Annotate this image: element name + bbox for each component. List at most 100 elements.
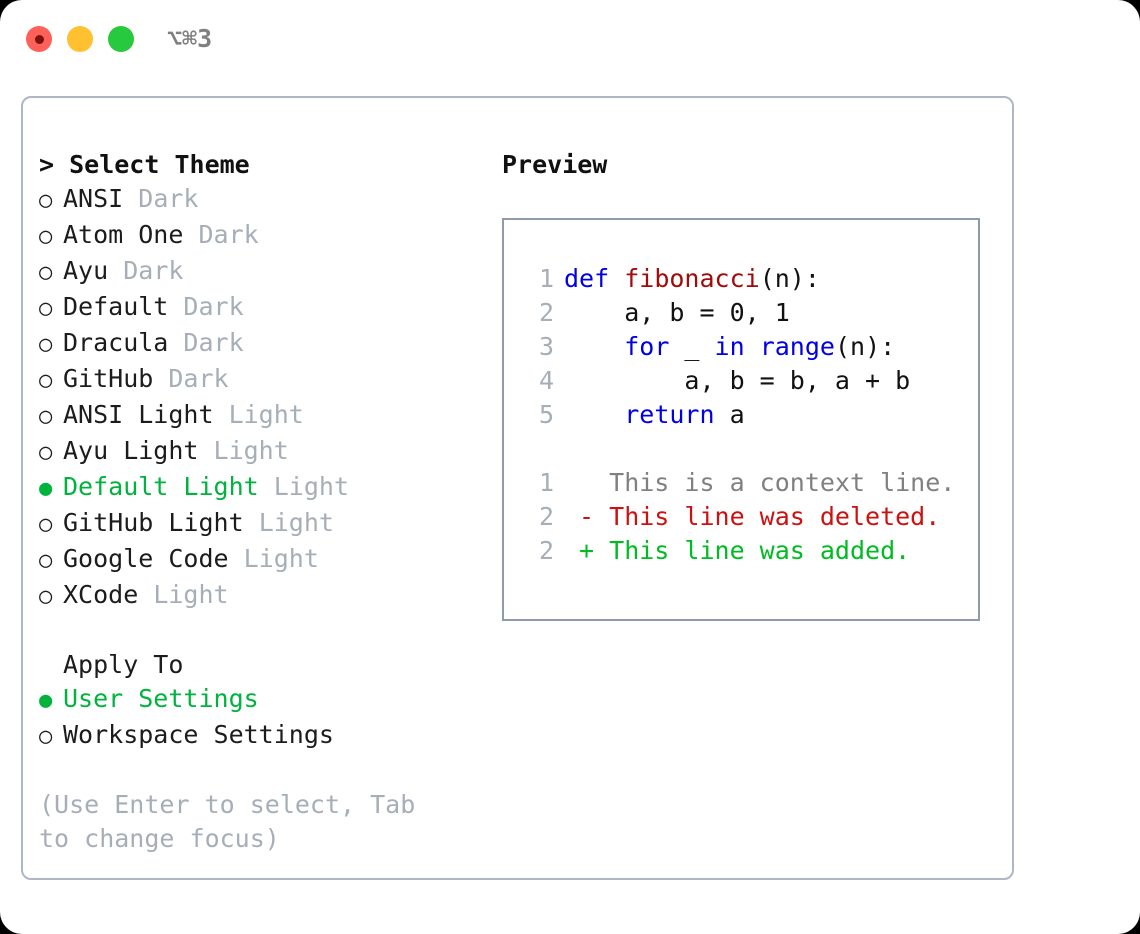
code-line: 4 a, b = b, a + b bbox=[504, 364, 978, 398]
apply-to-option-label: User Settings bbox=[63, 684, 259, 713]
minimize-button[interactable] bbox=[67, 26, 93, 52]
keyboard-shortcut-label: ⌥⌘3 bbox=[167, 24, 213, 53]
theme-option-category: Light bbox=[258, 508, 334, 537]
code-token bbox=[564, 400, 624, 429]
theme-option-label: GitHub Light bbox=[63, 508, 244, 537]
line-content: - This line was deleted. bbox=[564, 500, 940, 534]
theme-list[interactable]: ○ANSI Dark ○ Atom One Dark ○ Ayu Dark ○ Defaul… bbox=[39, 182, 484, 614]
theme-option-category: Dark bbox=[138, 184, 199, 213]
code-token: (n): bbox=[759, 264, 820, 293]
preview-divider bbox=[504, 432, 978, 466]
title-bar: ⌥⌘3 bbox=[0, 0, 1140, 76]
line-content: a, b = b, a + b bbox=[564, 364, 910, 398]
apply-to-option-row[interactable]: ● User Settings bbox=[39, 682, 484, 718]
theme-option-row[interactable]: ○ Dracula Dark bbox=[39, 326, 484, 362]
line-content: for _ in range(n): bbox=[564, 330, 895, 364]
apply-to-title: Apply To bbox=[63, 650, 184, 679]
line-number: 1 bbox=[538, 468, 554, 497]
theme-option-category: Light bbox=[228, 400, 304, 429]
code-token: fibonacci bbox=[624, 264, 760, 293]
theme-option-label: Ayu bbox=[63, 256, 109, 285]
line-content: def fibonacci(n): bbox=[564, 262, 820, 296]
theme-option-category: Dark bbox=[168, 364, 229, 393]
close-button[interactable] bbox=[26, 26, 52, 52]
theme-option-label: Default bbox=[63, 292, 169, 321]
radio-unselected-icon: ○ bbox=[39, 548, 53, 573]
radio-unselected-icon: ○ bbox=[39, 332, 53, 357]
radio-unselected-icon: ○ bbox=[39, 724, 53, 749]
line-number: 3 bbox=[538, 332, 554, 361]
theme-option-category: Dark bbox=[183, 328, 244, 357]
theme-option-category: Dark bbox=[198, 220, 259, 249]
radio-unselected-icon: ○ bbox=[39, 224, 53, 249]
select-theme-header: > Select Theme bbox=[39, 150, 250, 179]
theme-option-row[interactable]: ○ANSI Light Light bbox=[39, 398, 484, 434]
diff-line: 2 + This line was added. bbox=[504, 534, 978, 568]
line-content: a, b = 0, 1 bbox=[564, 296, 790, 330]
theme-option-row[interactable]: ○ Atom One Dark bbox=[39, 218, 484, 254]
theme-option-row[interactable]: ○ GitHub Light Light bbox=[39, 506, 484, 542]
apply-to-option-label: Workspace Settings bbox=[63, 720, 334, 749]
code-token: for bbox=[624, 332, 670, 361]
theme-option-row[interactable]: ●Default Light Light bbox=[39, 470, 484, 506]
theme-option-label: GitHub bbox=[63, 364, 154, 393]
theme-option-row[interactable]: ○ Default Dark bbox=[39, 290, 484, 326]
radio-unselected-icon: ○ bbox=[39, 296, 53, 321]
code-token: _ bbox=[669, 332, 715, 361]
theme-selection-column: > Select Theme ○ANSI Dark○Atom One Dark○… bbox=[39, 148, 484, 856]
code-token: This is a context line. bbox=[564, 468, 956, 497]
theme-option-category: Light bbox=[273, 472, 349, 501]
traffic-light-buttons bbox=[26, 26, 134, 52]
radio-selected-icon: ● bbox=[39, 688, 53, 713]
line-content: This is a context line. bbox=[564, 466, 955, 500]
radio-selected-icon: ● bbox=[39, 476, 53, 501]
radio-unselected-icon: ○ bbox=[39, 512, 53, 537]
theme-option-row[interactable]: ○ XCode Light bbox=[39, 578, 484, 614]
radio-unselected-icon: ○ bbox=[39, 584, 53, 609]
code-line: 1 def fibonacci(n): bbox=[504, 262, 978, 296]
theme-option-category: Dark bbox=[183, 292, 244, 321]
theme-option-label: Dracula bbox=[63, 328, 169, 357]
maximize-button[interactable] bbox=[108, 26, 134, 52]
code-token: range bbox=[759, 332, 835, 361]
preview-header: Preview bbox=[502, 150, 608, 179]
line-content: + This line was added. bbox=[564, 534, 910, 568]
keyboard-hint-text: (Use Enter to select, Tab to change focu… bbox=[39, 790, 416, 853]
code-token bbox=[745, 332, 760, 361]
code-token: + This line was added. bbox=[564, 536, 911, 565]
diff-preview: 1 This is a context line. 2 - This line w… bbox=[504, 466, 978, 568]
theme-option-category: Light bbox=[153, 580, 229, 609]
theme-option-row[interactable]: ○Google Code Light bbox=[39, 542, 484, 578]
theme-option-category: Light bbox=[213, 436, 289, 465]
theme-option-category: Dark bbox=[123, 256, 184, 285]
line-number: 2 bbox=[538, 298, 554, 327]
theme-option-label: XCode bbox=[63, 580, 139, 609]
preview-box: 1 def fibonacci(n): 2 a, b = 0, 1 3 for _ i… bbox=[502, 218, 980, 621]
theme-option-category: Light bbox=[243, 544, 319, 573]
line-number: 4 bbox=[538, 366, 554, 395]
theme-option-label: ANSI Light bbox=[63, 400, 214, 429]
line-number: 2 bbox=[538, 536, 554, 565]
theme-option-row[interactable]: ○Ayu Light Light bbox=[39, 434, 484, 470]
code-token: a bbox=[714, 400, 745, 429]
theme-selector-dialog: > Select Theme ○ANSI Dark○Atom One Dark○… bbox=[21, 96, 1014, 880]
radio-unselected-icon: ○ bbox=[39, 368, 53, 393]
apply-to-option-row[interactable]: ○ Workspace Settings bbox=[39, 718, 484, 754]
diff-line: 2 - This line was deleted. bbox=[504, 500, 978, 534]
radio-unselected-icon: ○ bbox=[39, 260, 53, 285]
code-token: return bbox=[624, 400, 715, 429]
code-token bbox=[564, 332, 624, 361]
theme-option-row[interactable]: ○ANSI Dark bbox=[39, 182, 484, 218]
theme-option-row[interactable]: ○ Ayu Dark bbox=[39, 254, 484, 290]
theme-option-row[interactable]: ○ GitHub Dark bbox=[39, 362, 484, 398]
theme-option-label: Atom One bbox=[63, 220, 184, 249]
code-token: a, b = b, a + b bbox=[564, 366, 911, 395]
code-preview: 1 def fibonacci(n): 2 a, b = 0, 1 3 for _ i… bbox=[504, 262, 978, 432]
line-number: 5 bbox=[538, 400, 554, 429]
line-number: 1 bbox=[538, 264, 554, 293]
preview-column: Preview 1 def fibonacci(n): 2 a, b = 0, 1 3… bbox=[502, 148, 1002, 621]
code-token: a, b = 0, 1 bbox=[564, 298, 790, 327]
apply-to-list[interactable]: ● User Settings ○ Workspace Settings bbox=[39, 682, 484, 754]
code-token: (n): bbox=[834, 332, 896, 361]
